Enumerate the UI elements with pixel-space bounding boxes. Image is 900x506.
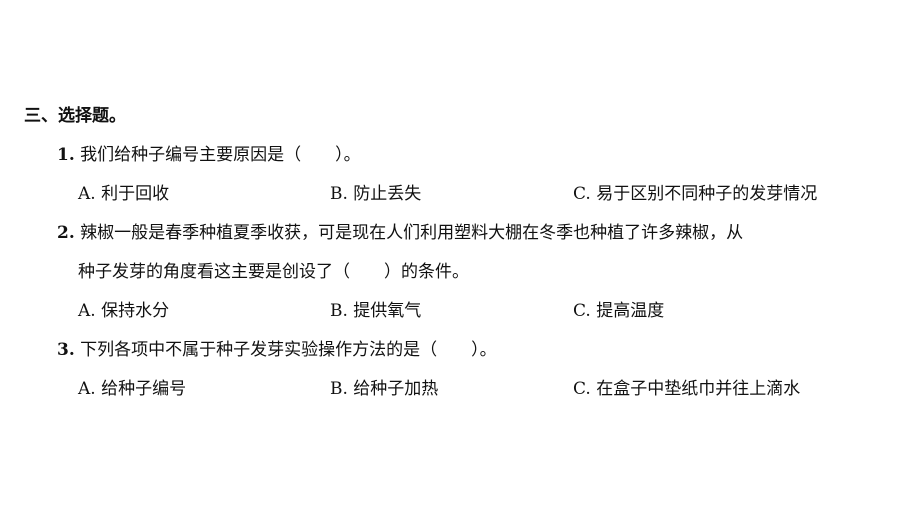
section-title: 三、选择题。 [24, 106, 126, 126]
question-2-option-a[interactable]: A. 保持水分 [78, 301, 170, 321]
question-number: 1. [57, 145, 75, 165]
question-2-continuation: 种子发芽的角度看这主要是创设了（ ）的条件。 [78, 262, 469, 282]
question-3-option-a[interactable]: A. 给种子编号 [78, 379, 187, 399]
question-text-line-1: 辣椒一般是春季种植夏季收获，可是现在人们利用塑料大棚在冬季也种植了许多辣椒，从 [80, 223, 744, 243]
question-1-option-c[interactable]: C. 易于区别不同种子的发芽情况 [573, 184, 818, 204]
question-3-option-c[interactable]: C. 在盒子中垫纸巾并往上滴水 [573, 379, 801, 399]
question-number: 3. [57, 340, 75, 360]
question-2-option-b[interactable]: B. 提供氧气 [330, 301, 422, 321]
question-text: 我们给种子编号主要原因是（ ）。 [80, 145, 361, 165]
question-text: 下列各项中不属于种子发芽实验操作方法的是（ ）。 [80, 340, 497, 360]
question-number: 2. [57, 223, 75, 243]
question-2: 2. 辣椒一般是春季种植夏季收获，可是现在人们利用塑料大棚在冬季也种植了许多辣椒… [57, 222, 743, 244]
question-2-option-c[interactable]: C. 提高温度 [573, 301, 665, 321]
question-3: 3. 下列各项中不属于种子发芽实验操作方法的是（ ）。 [57, 339, 497, 361]
question-1: 1. 我们给种子编号主要原因是（ ）。 [57, 144, 361, 166]
question-1-option-a[interactable]: A. 利于回收 [78, 184, 170, 204]
question-1-option-b[interactable]: B. 防止丢失 [330, 184, 422, 204]
question-3-option-b[interactable]: B. 给种子加热 [330, 379, 439, 399]
